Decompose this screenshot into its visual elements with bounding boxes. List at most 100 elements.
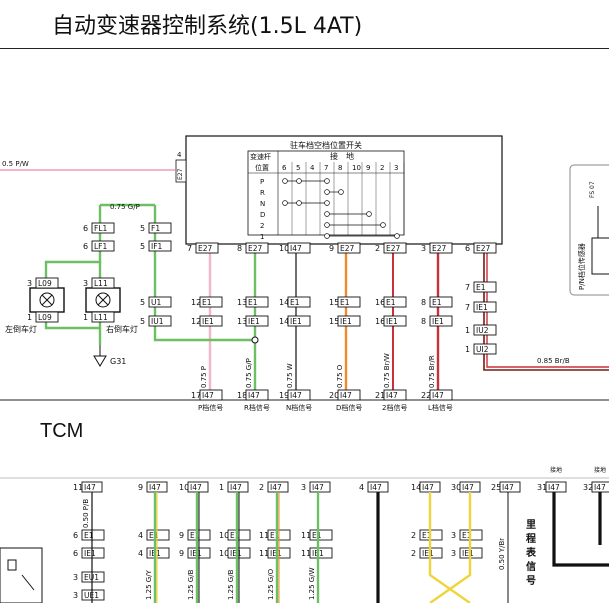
ie1-15-connector-pin: 15: [329, 317, 339, 326]
ie1-15-connector-label: IE1: [340, 317, 352, 326]
wire-label-brb: 0.85 Br/B: [537, 357, 570, 365]
ie1-7b-connector: [473, 301, 497, 313]
tcm-i47-31: [545, 481, 567, 493]
i47-bottom-18: [245, 389, 269, 401]
ie1-14-connector: [287, 315, 311, 327]
pn-sensor-label: P/N档位传感器: [577, 243, 586, 290]
iu1-connector: [148, 315, 172, 327]
tcm-i47-3: [309, 481, 331, 493]
tcm-ground-label1: 接地: [550, 466, 562, 474]
switch-contact: [324, 200, 330, 206]
tcm-wire-yellow-cross: [428, 492, 472, 603]
iu2-connector-pin: 1: [465, 326, 470, 335]
tcm-i47-31-pin: 31: [537, 483, 547, 492]
tcm-i47-30-pin: 30: [451, 483, 461, 492]
wire-label-brw: 0.75 Br/W: [383, 353, 391, 388]
i47-bottom-20-label: I47: [340, 391, 352, 400]
switch-col-header2: 位置: [255, 163, 269, 172]
e27-r-label: E27: [248, 244, 263, 253]
ie1-14-connector-pin: 14: [279, 317, 289, 326]
tcm-ie1-row-4-pin: 11: [301, 549, 311, 558]
e27-2-pin: 2: [375, 244, 380, 253]
u1-connector-label: U1: [151, 298, 161, 307]
e27-p: [195, 242, 219, 254]
e1-15-connector: [337, 296, 361, 308]
ie1-8-connector-pin: 8: [421, 317, 426, 326]
switch-contact: [366, 211, 372, 217]
e1-7a-connector-pin: 7: [465, 283, 470, 292]
tcm-wire-ground1: [552, 492, 609, 567]
tcm-ie1-6-pin: 6: [73, 549, 78, 558]
ui2-connector-label: UI2: [476, 345, 489, 354]
wire-label-gp: 0.75 G/P: [110, 203, 140, 211]
tcm-i47-32-pin: 32: [583, 483, 593, 492]
tcm-e1-row-1-pin: 9: [179, 531, 184, 540]
e27-6-label: E27: [476, 244, 491, 253]
switch-col-label: 6: [282, 164, 287, 172]
e1-8-connector-label: E1: [432, 298, 442, 307]
splice-point: [251, 336, 259, 344]
meter-signal-char: 程: [526, 532, 536, 545]
i47-n: [287, 242, 311, 254]
ui2-connector-pin: 1: [465, 345, 470, 354]
i47-bottom-19-pin: 19: [279, 391, 289, 400]
switch-title: 驻车档空档位置开关: [290, 140, 362, 150]
lf1-connector-label: LF1: [94, 242, 107, 251]
i47-bottom-20: [337, 389, 361, 401]
i47-n-pin: 10: [279, 244, 289, 253]
e27-d: [337, 242, 361, 254]
ground-label: G31: [110, 357, 126, 366]
switch-col-label: 7: [324, 164, 328, 172]
e1-8-connector-pin: 8: [421, 298, 426, 307]
l09-connector-bottom-label: L09: [38, 313, 52, 322]
ie1-12-connector-label: IE1: [202, 317, 214, 326]
tcm-ie1-yellow-1-label: IE1: [462, 549, 474, 558]
switch-position-label: R: [260, 189, 265, 197]
wire-label-gb: 1.25 G/B: [187, 569, 195, 600]
tcm-i47-4-label: I47: [370, 483, 382, 492]
switch-contact: [324, 178, 330, 184]
f1-connector-label: F1: [151, 224, 160, 233]
switch-contact: [282, 200, 288, 206]
u1-connector: [148, 296, 172, 308]
wire-label-yb: 0.50 Y/Br: [498, 538, 506, 570]
l09-connector-bottom-pin: 1: [27, 313, 32, 322]
e27-p-pin: 7: [187, 244, 192, 253]
switch-ground-header: 接 地: [330, 151, 354, 161]
i47-bottom-22-pin: 22: [421, 391, 431, 400]
meter-signal-char: 号: [526, 575, 536, 587]
switch-col-label: 4: [310, 164, 315, 172]
l11-connector-pin: 3: [83, 279, 88, 288]
meter-signal-char: 里: [526, 519, 536, 531]
ie1-13-connector-pin: 13: [237, 317, 247, 326]
i47-bottom-17-pin: 17: [191, 391, 201, 400]
tcm-i47-32: [591, 481, 609, 493]
i47-bottom-22-label: I47: [432, 391, 444, 400]
e1-14-connector-pin: 14: [279, 298, 289, 307]
wire-label-p: 0.75 P: [200, 366, 208, 388]
fl1-connector-pin: 6: [83, 224, 88, 233]
ie1-8-connector: [429, 315, 453, 327]
tcm-ie1-6: [81, 547, 105, 559]
ie1-14-connector-label: IE1: [290, 317, 302, 326]
tcm-ue1-3: [81, 589, 105, 601]
tcm-ie1-6-label: IE1: [84, 549, 96, 558]
l11-connector-label: L11: [94, 279, 108, 288]
tcm-ie1-row-0: [146, 547, 170, 559]
i47-bottom-19: [287, 389, 311, 401]
i47-bottom-22: [429, 389, 453, 401]
f1-connector-pin: 5: [140, 224, 145, 233]
tcm-ie1-yellow-1-pin: 3: [451, 549, 456, 558]
e1-12-connector: [199, 296, 223, 308]
right-reverse-lamp-bulb-cross: [97, 294, 109, 306]
wire-label-go: 1.25 G/O: [267, 568, 275, 600]
tcm-e1-yellow-1-label: E1: [462, 531, 472, 540]
switch-col-label: 3: [394, 164, 398, 172]
ie1-7b-connector-pin: 7: [465, 303, 470, 312]
fl1-connector-label: FL1: [94, 224, 107, 233]
i47-bottom-19-label: I47: [290, 391, 302, 400]
e1-7a-connector: [473, 281, 497, 293]
tcm-i47-31-label: I47: [548, 483, 560, 492]
